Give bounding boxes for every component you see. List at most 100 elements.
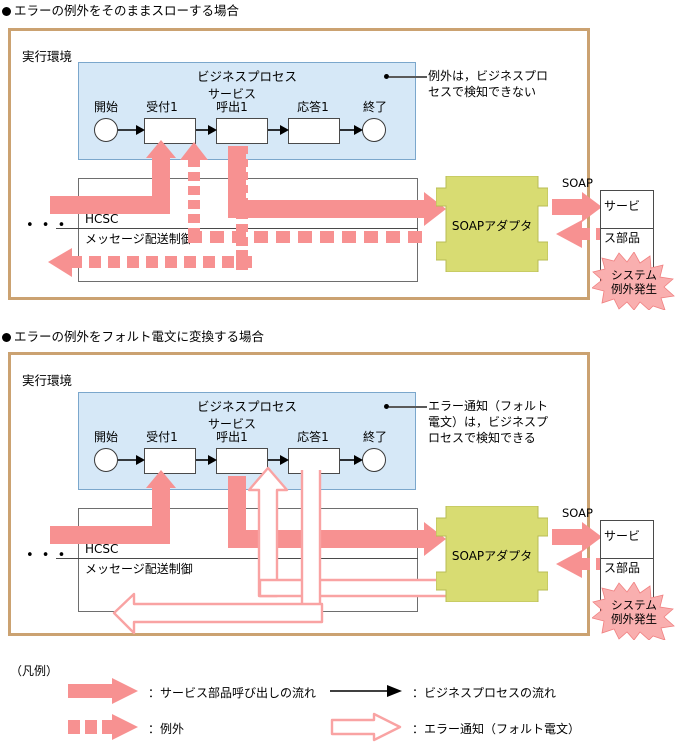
exception-horizontal-upper-1 <box>188 231 434 243</box>
fault-flow-reply-drop-2 <box>300 470 322 612</box>
node-end-1 <box>362 118 386 142</box>
exception-corner-1 <box>236 250 248 270</box>
exception-arrowhead-left-1 <box>48 248 72 277</box>
sequence-arrow-2c <box>268 455 289 465</box>
node-start-2 <box>94 448 118 472</box>
node-label-reply-2: 応答1 <box>297 430 329 444</box>
call-flow-riser-2 <box>152 486 170 532</box>
service-divider-1 <box>600 228 654 229</box>
section-1-heading-text: エラーの例外をそのままスローする場合 <box>14 3 240 18</box>
exception-riser-1 <box>188 158 200 242</box>
node-reply-2 <box>288 448 340 474</box>
call-flow-riser-1 <box>152 156 170 202</box>
service-divider-2 <box>600 558 654 559</box>
execution-environment-label-1: 実行環境 <box>22 49 73 64</box>
call-flow-arrowhead-service-2 <box>582 522 602 552</box>
node-label-start-2: 開始 <box>93 430 118 444</box>
node-reply-1 <box>288 118 340 144</box>
hcsc-label-line2-2: メッセージ配送制御 <box>85 562 193 576</box>
node-receive-2 <box>144 448 196 474</box>
fault-flow-return-2 <box>112 592 324 635</box>
bullet-icon <box>2 7 11 16</box>
hcsc-divider-1 <box>78 228 418 229</box>
callout-line1-2: エラー通知（フォルト <box>428 399 549 413</box>
call-flow-main-2 <box>228 530 432 548</box>
burst-line2-1: 例外発生 <box>611 282 657 296</box>
sequence-arrow-1c <box>268 125 289 135</box>
hcsc-inbound-line-2 <box>56 558 80 559</box>
ellipsis-1: • • • <box>26 218 68 233</box>
call-flow-arrowhead-receive-1 <box>146 140 176 158</box>
callout-leader-line-2 <box>389 406 427 408</box>
legend-solid-arrow-icon <box>68 678 138 704</box>
section-2-heading-text: エラーの例外をフォルト電文に変換する場合 <box>14 329 265 344</box>
node-label-reply-1: 応答1 <box>297 100 329 114</box>
node-service-call-1 <box>216 118 268 144</box>
call-flow-arrowhead-receive-2 <box>146 470 176 488</box>
node-label-end-1: 終了 <box>362 100 387 114</box>
node-service-call-2 <box>216 448 268 474</box>
legend-label-exception: ：例外 <box>148 722 185 736</box>
hcsc-divider-2 <box>78 558 418 559</box>
node-label-receive-1: 受付1 <box>146 100 178 114</box>
sequence-arrow-1d <box>340 125 363 135</box>
sequence-arrow-2b <box>196 455 217 465</box>
hcsc-label-line2-1: メッセージ配送制御 <box>85 232 193 246</box>
system-exception-burst-1 <box>592 252 675 310</box>
hcsc-label-line1-1: HCSC <box>85 212 119 226</box>
hcsc-label-line1-2: HCSC <box>85 542 119 556</box>
call-flow-h1-1 <box>50 196 170 214</box>
call-flow-arrowhead-adapter-2 <box>424 522 446 556</box>
section-1-heading: エラーの例外をそのままスローする場合 <box>2 4 239 18</box>
call-flow-h1-2 <box>50 526 170 544</box>
burst-line1-2: システム <box>611 598 657 612</box>
soap-adapter-label-2: SOAPアダプタ <box>451 549 533 563</box>
legend-label-error-notification: ：エラー通知（フォルト電文） <box>412 722 581 736</box>
callout-line2-2: 電文）は，ビジネスプ <box>428 415 549 429</box>
bullet-icon-2 <box>2 333 11 342</box>
burst-line2-2: 例外発生 <box>611 612 657 626</box>
node-label-service-call-line1-1: サービス <box>207 87 256 101</box>
legend-hollow-arrow-icon <box>330 712 402 742</box>
node-label-end-2: 終了 <box>362 430 387 444</box>
soap-adapter-1 <box>436 176 548 272</box>
soap-protocol-label-1: SOAP <box>562 176 593 190</box>
node-start-1 <box>94 118 118 142</box>
system-exception-burst-2 <box>592 582 675 640</box>
callout-line1-1: 例外は，ビジネスプロ <box>428 69 549 83</box>
hcsc-box-1 <box>78 178 418 282</box>
sequence-arrow-2a <box>118 455 145 465</box>
legend-black-arrow-icon <box>330 685 402 697</box>
service-component-line2-2: ス部品 <box>604 561 641 575</box>
call-flow-to-service-1 <box>552 199 590 215</box>
service-component-line2-1: ス部品 <box>604 231 641 245</box>
legend-label-service-call-flow: ：サービス部品呼び出しの流れ <box>148 686 317 700</box>
callout-line2-1: セスで検知できない <box>428 85 537 99</box>
node-receive-1 <box>144 118 196 144</box>
legend-label-business-process-flow: ：ビジネスプロセスの流れ <box>412 686 557 700</box>
node-label-service-call-line1-2: サービス <box>207 417 256 431</box>
exception-arrowhead-up-1 <box>180 142 208 160</box>
callout-anchor-dot-2 <box>384 404 389 409</box>
call-flow-arrowhead-adapter-1 <box>424 192 446 226</box>
callout-leader-line-1 <box>389 76 427 78</box>
sequence-arrow-1a <box>118 125 145 135</box>
execution-environment-label-2: 実行環境 <box>22 373 73 388</box>
service-component-line1-2: サービ <box>604 529 641 543</box>
hcsc-inbound-line-1 <box>56 228 80 229</box>
legend-title: （凡例） <box>10 664 59 678</box>
callout-line3-2: ロセスで検知できる <box>428 431 536 445</box>
exception-arrowhead-adapter-1 <box>556 220 582 248</box>
section-2-heading: エラーの例外をフォルト電文に変換する場合 <box>2 330 264 344</box>
node-label-receive-2: 受付1 <box>146 430 178 444</box>
soap-adapter-label-1: SOAPアダプタ <box>451 219 533 233</box>
sequence-arrow-2d <box>340 455 363 465</box>
node-end-2 <box>362 448 386 472</box>
business-process-title-1: ビジネスプロセス <box>196 69 297 84</box>
legend-dashed-arrow-icon <box>68 714 138 740</box>
burst-line1-1: システム <box>611 268 657 282</box>
business-process-title-2: ビジネスプロセス <box>196 399 297 414</box>
exception-horizontal-lower-1 <box>70 256 252 268</box>
call-flow-arrowhead-service-1 <box>582 192 602 222</box>
ellipsis-2: • • • <box>26 548 68 563</box>
